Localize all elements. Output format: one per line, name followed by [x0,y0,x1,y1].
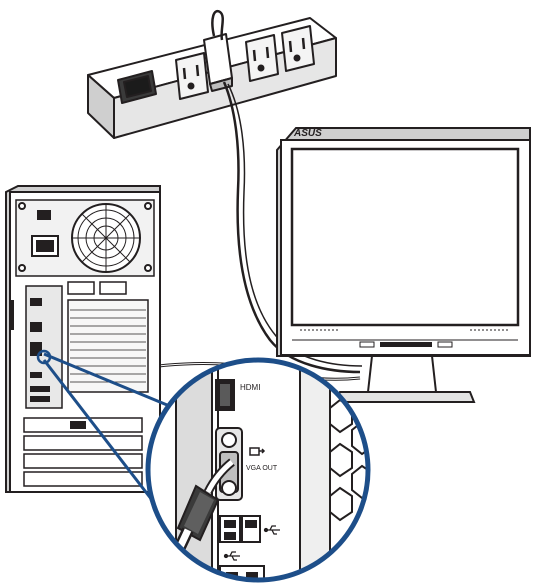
power-strip [88,18,336,138]
usb-port [220,516,260,542]
psu-fan [72,204,140,272]
hdmi-port [216,380,234,410]
vga-out-label: VGA OUT [246,465,278,472]
monitor-logo: ASUS [293,128,322,139]
power-outlet [246,35,278,81]
hdmi-label: HDMI [240,383,260,392]
power-outlet [282,26,314,71]
power-outlet [176,53,208,99]
monitor-buttons [360,342,452,347]
monitor [277,128,530,402]
pc-tower-rear [6,186,160,492]
